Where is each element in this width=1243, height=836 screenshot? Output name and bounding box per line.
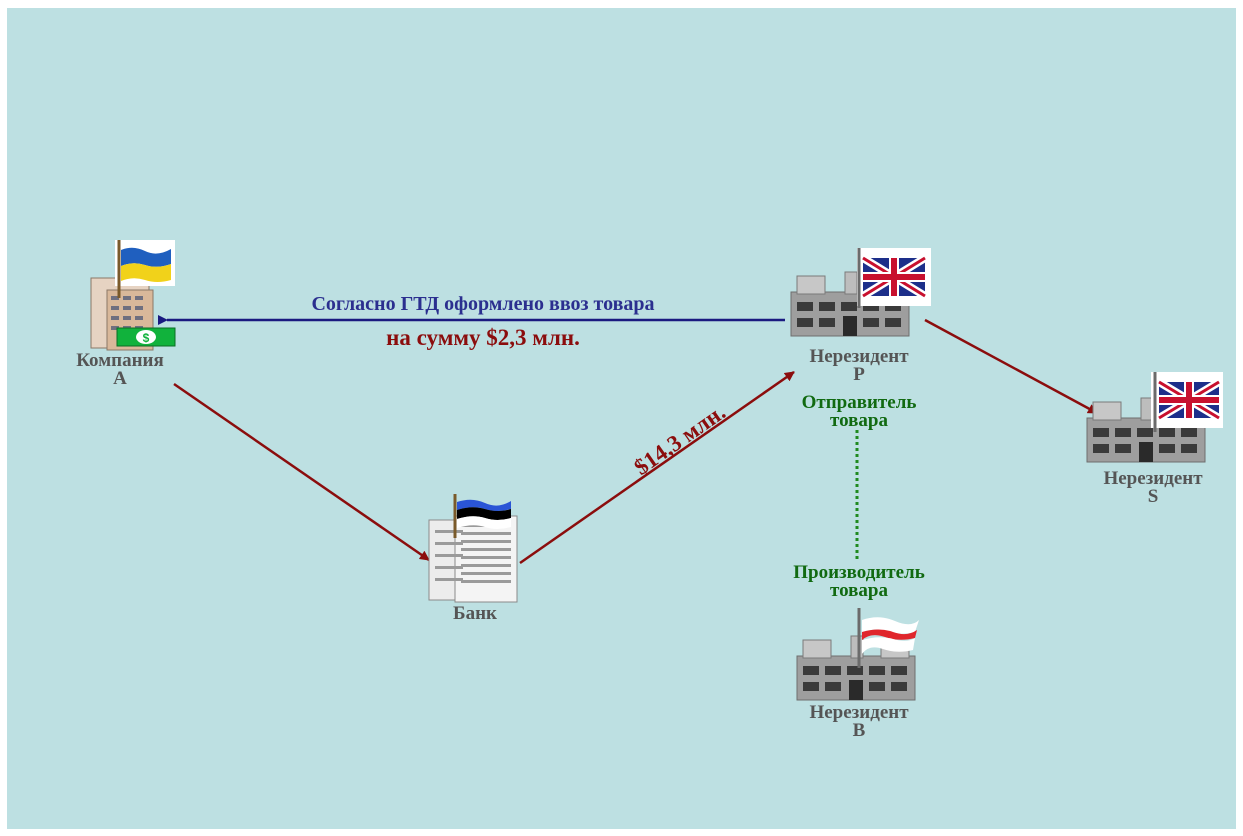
- edge-label-import-line2: на сумму $2,3 млн.: [386, 325, 580, 350]
- money-arrow-bank-to-p: [519, 370, 795, 565]
- role-label-line: Отправитель: [801, 392, 917, 413]
- node-label-line: P: [853, 364, 865, 385]
- node-label-line: Нерезидент: [809, 702, 909, 723]
- ukraine-flag-icon: [115, 240, 175, 298]
- node-label-bank: Банк: [425, 603, 525, 624]
- node-label-line: S: [1147, 486, 1159, 507]
- money-arrow-p-to-s: [924, 318, 1098, 415]
- node-label-line: А: [113, 368, 127, 389]
- role-label-line: товара: [830, 410, 888, 431]
- node-label-nonresident-b: Нерезидент B: [779, 702, 939, 741]
- uk-flag-icon: [1151, 372, 1223, 432]
- node-label-line: Нерезидент: [809, 346, 909, 367]
- role-label-producer: Производитель товара: [759, 562, 959, 601]
- node-label-company-a: Компания А: [65, 350, 175, 389]
- money-arrow-company-to-bank: [173, 382, 430, 562]
- node-label-line: B: [852, 720, 866, 741]
- node-label-line: Компания: [76, 350, 164, 371]
- role-label-line: Производитель: [793, 562, 925, 583]
- uk-flag-icon: [857, 248, 931, 308]
- node-label-nonresident-p: Нерезидент P: [779, 346, 939, 385]
- bank-building-icon: [428, 515, 518, 603]
- role-label-line: товара: [830, 580, 888, 601]
- money-bill-icon: $: [116, 327, 176, 347]
- slide-canvas: $: [7, 8, 1236, 829]
- node-label-nonresident-s: Нерезидент S: [1073, 468, 1233, 507]
- node-label-line: Банк: [453, 603, 497, 624]
- diagram-graphic: $: [90, 240, 1223, 701]
- belarus-flag-icon: [857, 608, 919, 668]
- edge-label-import-line1: Согласно ГТД оформлено ввоз товара: [311, 293, 655, 315]
- svg-text:$: $: [143, 331, 150, 345]
- estonia-flag-icon: [453, 494, 511, 538]
- node-label-line: Нерезидент: [1103, 468, 1203, 489]
- role-label-sender: Отправитель товара: [769, 392, 949, 431]
